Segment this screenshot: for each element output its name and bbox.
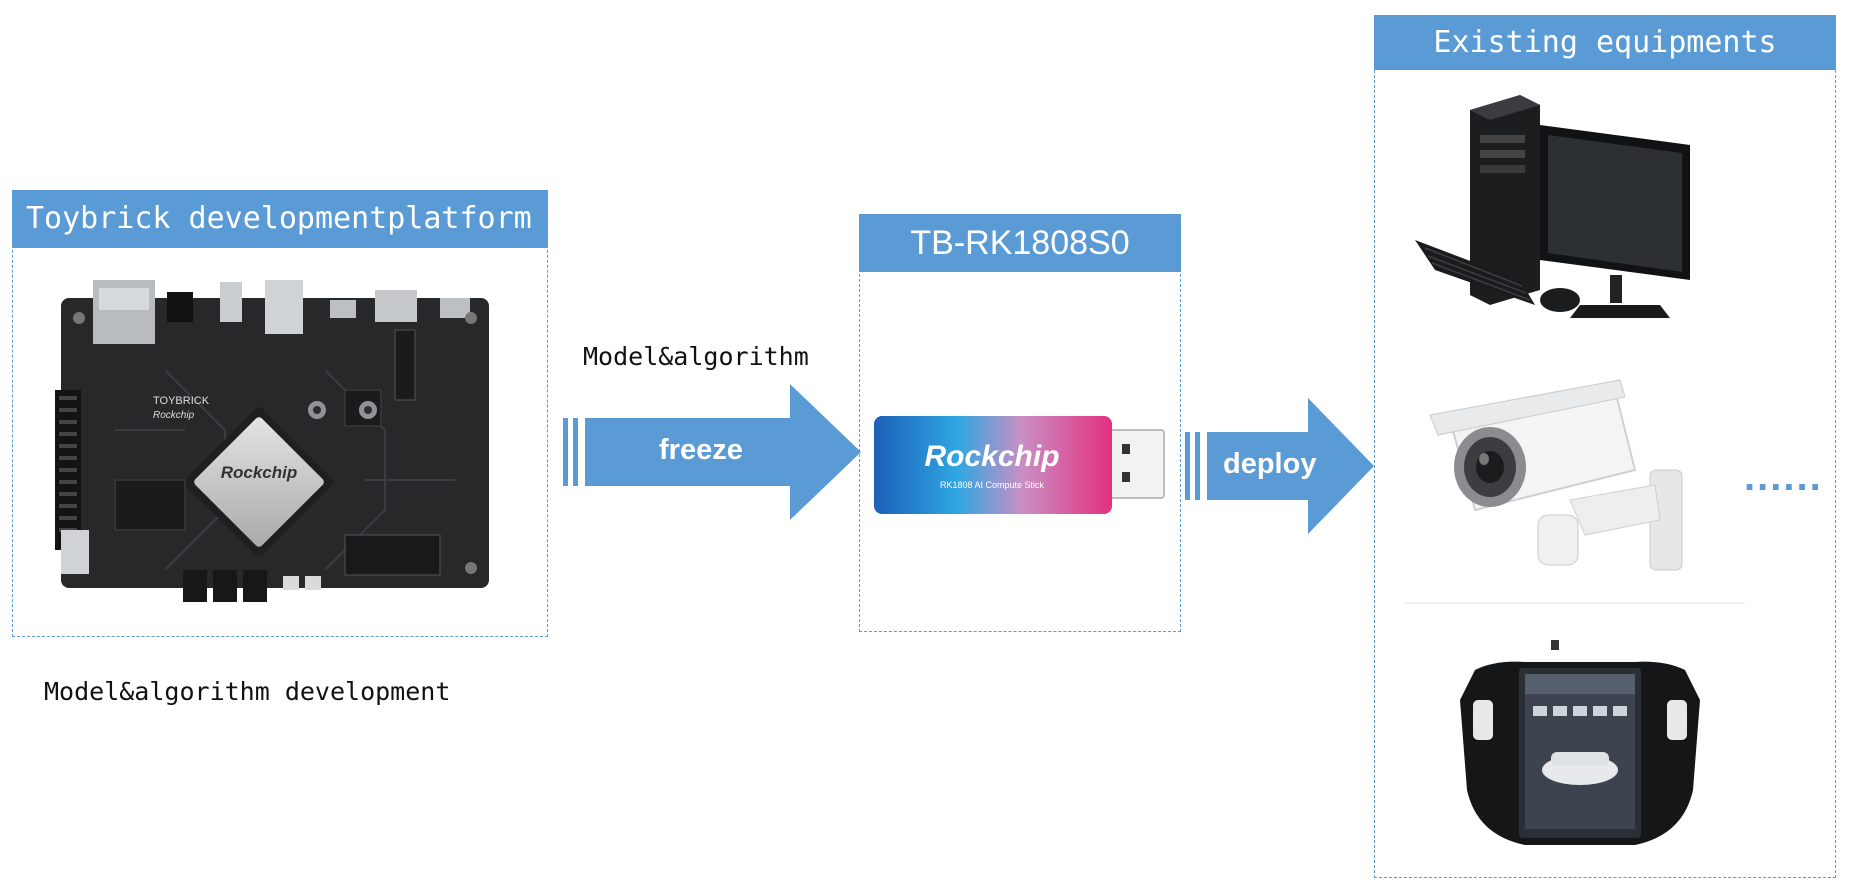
svg-text:Rockchip: Rockchip (221, 463, 298, 482)
deploy-arrow (1185, 398, 1374, 534)
car-head-unit-image (1460, 640, 1700, 845)
security-camera-image (1429, 379, 1683, 571)
existing-equipment-panel: Existing equipments (1374, 15, 1836, 878)
desktop-computer-image (1415, 95, 1690, 318)
svg-text:RK1808 AI Compute Stick: RK1808 AI Compute Stick (940, 480, 1045, 490)
more-equipment-ellipsis: ...... (1744, 455, 1823, 499)
development-board-image: Rockchip TOYBRICK Rockchip (55, 280, 489, 602)
svg-text:Rockchip: Rockchip (153, 410, 195, 421)
separator-line (1405, 602, 1745, 604)
compute-stick-image: Rockchip RK1808 AI Compute Stick (874, 416, 1165, 514)
freeze-arrow (563, 384, 861, 520)
compute-stick-title: TB-RK1808S0 (859, 214, 1181, 272)
freeze-label: freeze (659, 434, 743, 466)
existing-equipment-title: Existing equipments (1374, 15, 1836, 70)
deploy-label: deploy (1223, 448, 1317, 480)
development-platform-title: Toybrick developmentplatform (12, 190, 548, 248)
development-platform-panel: Toybrick developmentplatform (12, 190, 548, 637)
compute-stick-panel: TB-RK1808S0 (859, 214, 1181, 632)
model-algorithm-development-caption: Model&algorithm development (44, 677, 451, 706)
model-algorithm-caption: Model&algorithm (583, 342, 809, 371)
svg-text:TOYBRICK: TOYBRICK (153, 395, 210, 407)
svg-text:Rockchip: Rockchip (924, 440, 1059, 473)
